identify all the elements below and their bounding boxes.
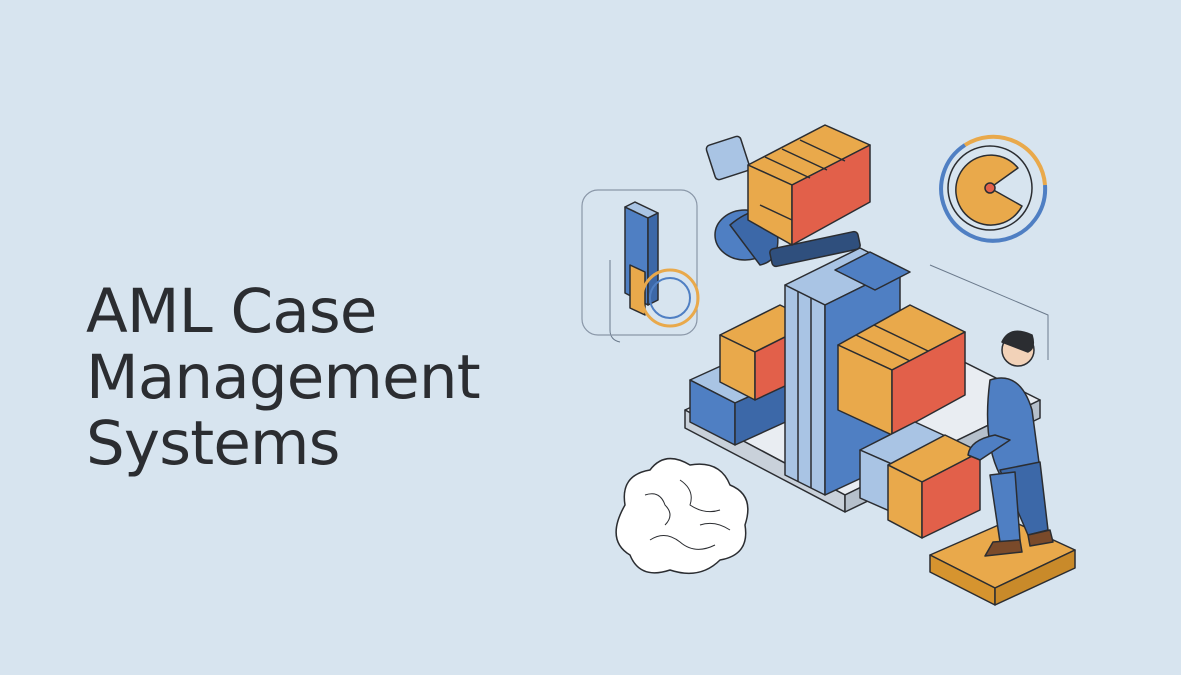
brain-icon xyxy=(615,457,749,575)
title-line-3: Systems xyxy=(86,407,340,479)
connector-line xyxy=(929,264,1049,360)
aml-illustration xyxy=(581,124,1076,606)
page-title: AML Case Management Systems xyxy=(86,275,606,479)
connector-line xyxy=(609,260,621,343)
document-stack-icon xyxy=(747,124,871,246)
pie-chart-icon xyxy=(939,134,1048,243)
document-stack-icon xyxy=(859,421,981,539)
title-line-2: Management xyxy=(86,341,481,413)
title-line-1: AML Case xyxy=(86,275,377,347)
person-icon xyxy=(967,330,1054,557)
document-stack-icon xyxy=(837,304,966,436)
lever-icon xyxy=(581,189,700,336)
tag-icon xyxy=(705,135,751,181)
